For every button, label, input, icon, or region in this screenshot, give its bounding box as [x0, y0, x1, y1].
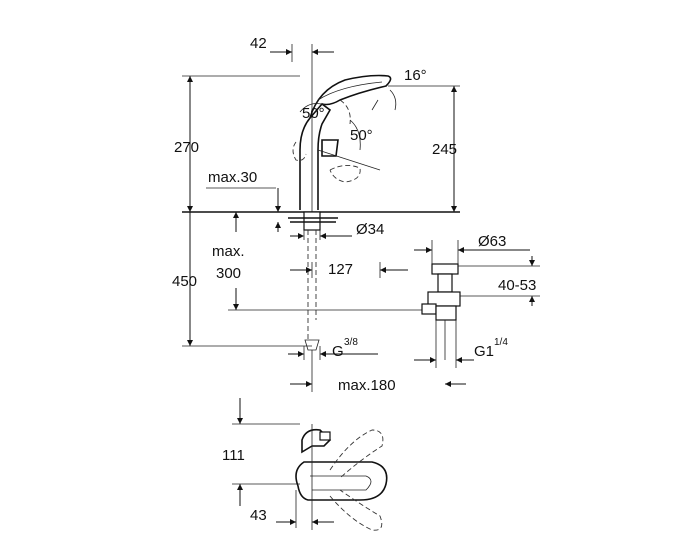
label-hole-diameter: Ø34	[356, 221, 384, 238]
label-max-deck-thickness: max.30	[208, 169, 257, 186]
dimension-lines	[182, 44, 540, 392]
label-angle-lever-2: 50°	[350, 127, 373, 144]
waste-fitting	[421, 263, 461, 360]
label-thread-inlet: G	[332, 343, 344, 360]
label-thread-inlet-frac: 3/8	[344, 337, 358, 348]
label-angle-lever-1: 50°	[302, 105, 325, 122]
label-thread-waste: G1	[474, 343, 494, 360]
label-angle-spout: 16°	[404, 67, 427, 84]
label-waste-offset: 127	[328, 261, 353, 278]
label-waste-diameter: Ø63	[478, 233, 506, 250]
label-height-below-deck: 450	[172, 273, 197, 290]
label-waste-height-range: 40-53	[498, 277, 536, 294]
label-max-depth-1: max.	[212, 243, 245, 260]
label-height-total: 270	[174, 139, 199, 156]
label-height-spout: 245	[432, 141, 457, 158]
label-max-distance: max.180	[338, 377, 396, 394]
faucet-plan-view	[232, 398, 388, 531]
label-plan-depth: 111	[222, 447, 245, 464]
faucet-elevation	[182, 62, 460, 351]
label-thread-waste-frac: 1/4	[494, 337, 508, 348]
label-plan-offset: 43	[250, 507, 267, 524]
label-spout-reach: 42	[250, 35, 267, 52]
label-max-depth-2: 300	[216, 265, 241, 282]
